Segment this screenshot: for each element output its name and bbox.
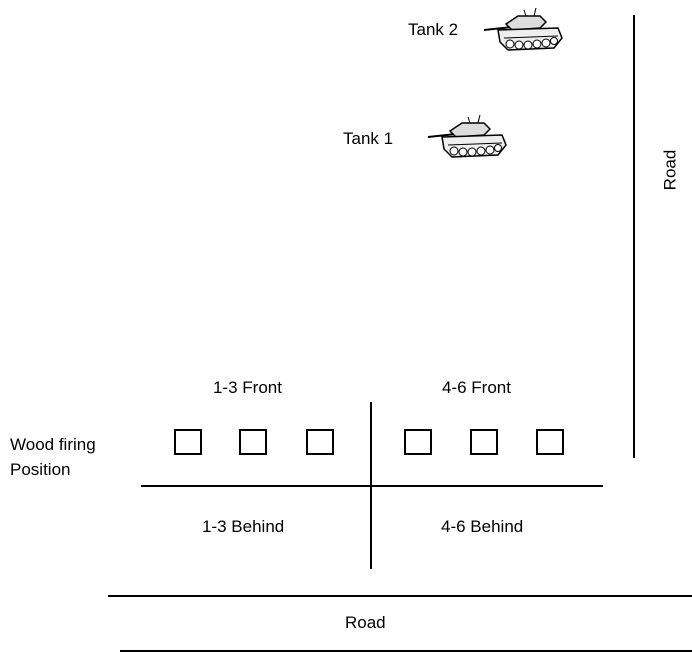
road-right-line <box>633 15 635 458</box>
road-bottom-bottom-edge <box>120 650 692 652</box>
zone-divider-vertical <box>370 402 372 569</box>
zone-behind-right-label: 4-6 Behind <box>441 517 524 536</box>
zone-behind-left-label: 1-3 Behind <box>202 517 285 536</box>
road-bottom-label: Road <box>345 613 386 632</box>
zone-front-left-label: 1-3 Front <box>213 378 282 397</box>
road-right-label: Road <box>660 149 680 191</box>
firing-position-3 <box>306 429 334 455</box>
firing-position-4 <box>404 429 432 455</box>
zone-front-right-label: 4-6 Front <box>442 378 511 397</box>
wood-firing-label-line1: Wood firing <box>10 435 96 454</box>
tank-2-icon <box>483 7 563 51</box>
firing-position-2 <box>239 429 267 455</box>
zone-divider-horizontal <box>141 485 603 487</box>
tank-1-label: Tank 1 <box>343 129 394 148</box>
firing-position-5 <box>470 429 498 455</box>
firing-position-1 <box>174 429 202 455</box>
road-bottom-top-edge <box>108 595 692 597</box>
tank-1-icon <box>427 114 507 158</box>
firing-position-6 <box>536 429 564 455</box>
wood-firing-label-line2: Position <box>10 460 71 479</box>
tank-2-label: Tank 2 <box>408 20 459 39</box>
